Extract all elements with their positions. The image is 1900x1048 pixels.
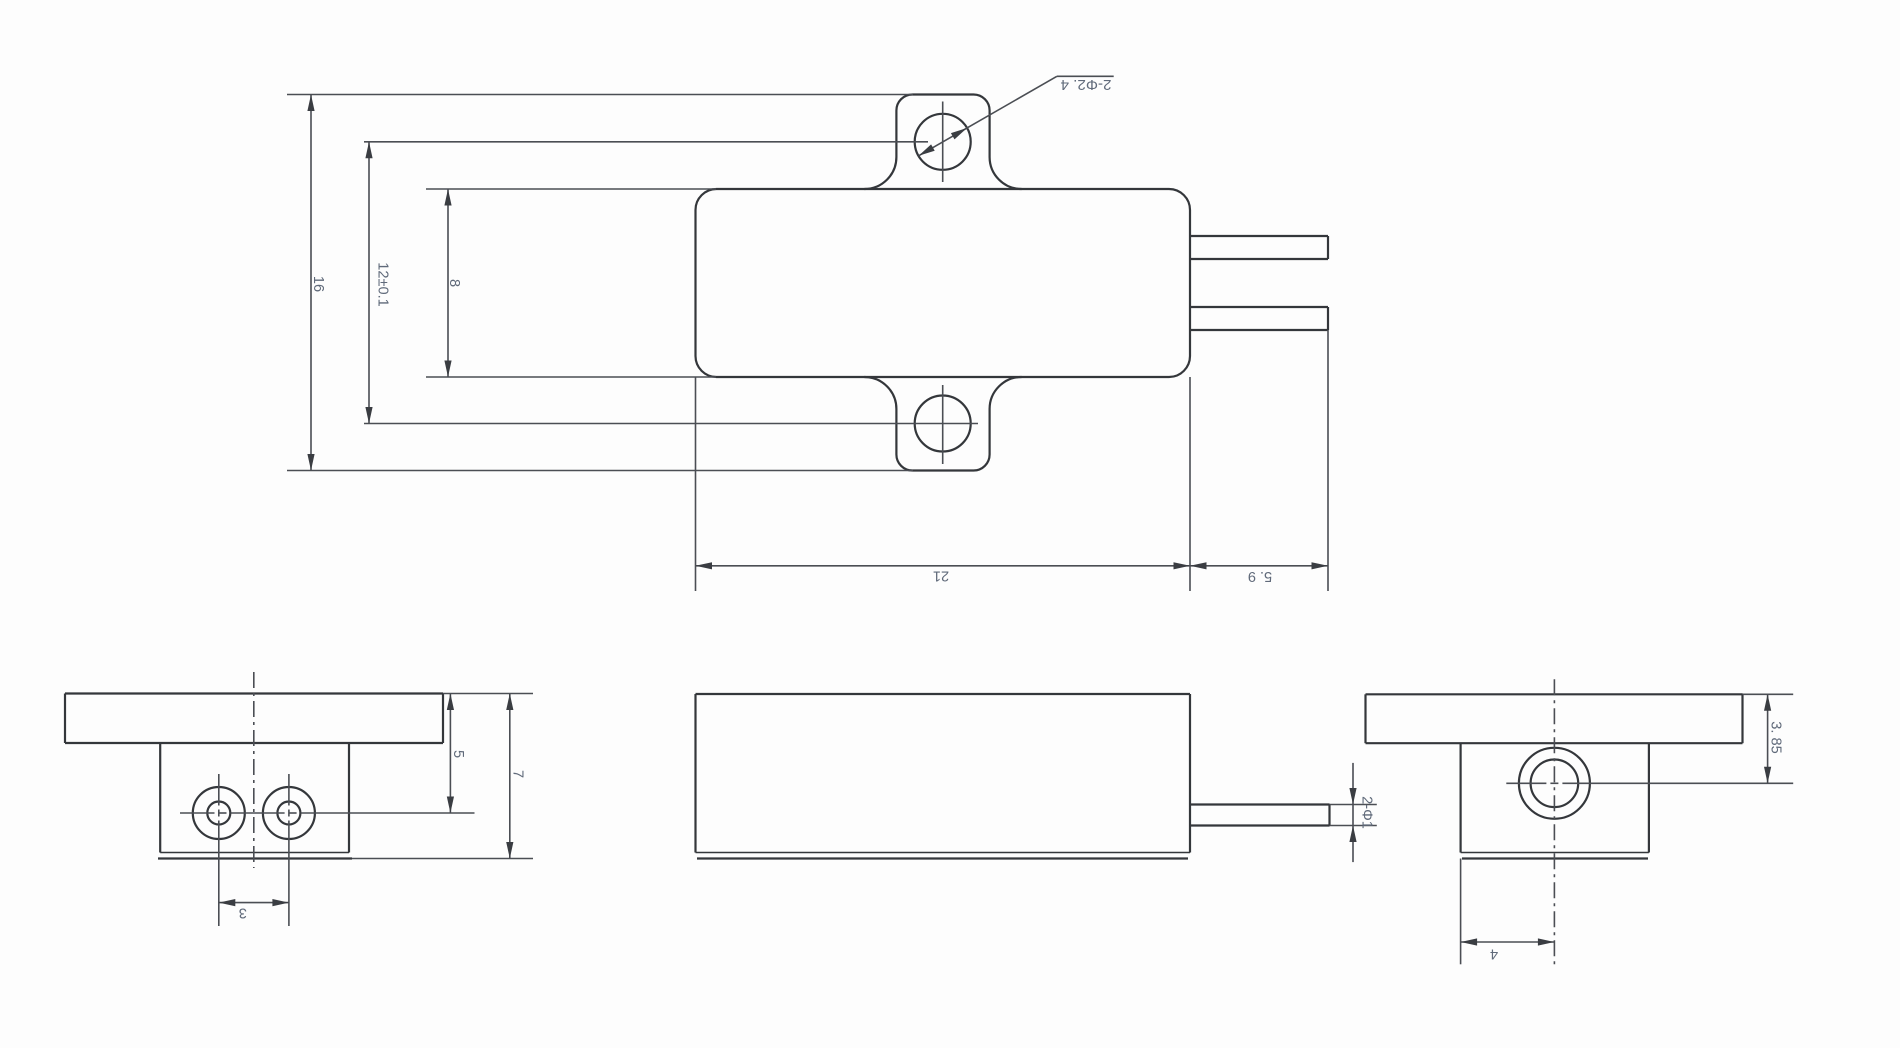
svg-text:4: 4 — [1490, 945, 1498, 961]
svg-text:3. 85: 3. 85 — [1767, 721, 1783, 753]
svg-text:21: 21 — [933, 567, 949, 583]
svg-text:5: 5 — [450, 750, 466, 758]
svg-text:2-Φ1: 2-Φ1 — [1358, 796, 1374, 829]
svg-text:16: 16 — [310, 276, 326, 292]
svg-text:2-Φ2. 4: 2-Φ2. 4 — [1061, 76, 1112, 93]
svg-text:8: 8 — [446, 279, 462, 287]
svg-text:5. 9: 5. 9 — [1248, 568, 1272, 584]
svg-text:7: 7 — [509, 770, 525, 778]
svg-text:3: 3 — [239, 904, 247, 920]
svg-text:12±0.1: 12±0.1 — [374, 262, 390, 307]
